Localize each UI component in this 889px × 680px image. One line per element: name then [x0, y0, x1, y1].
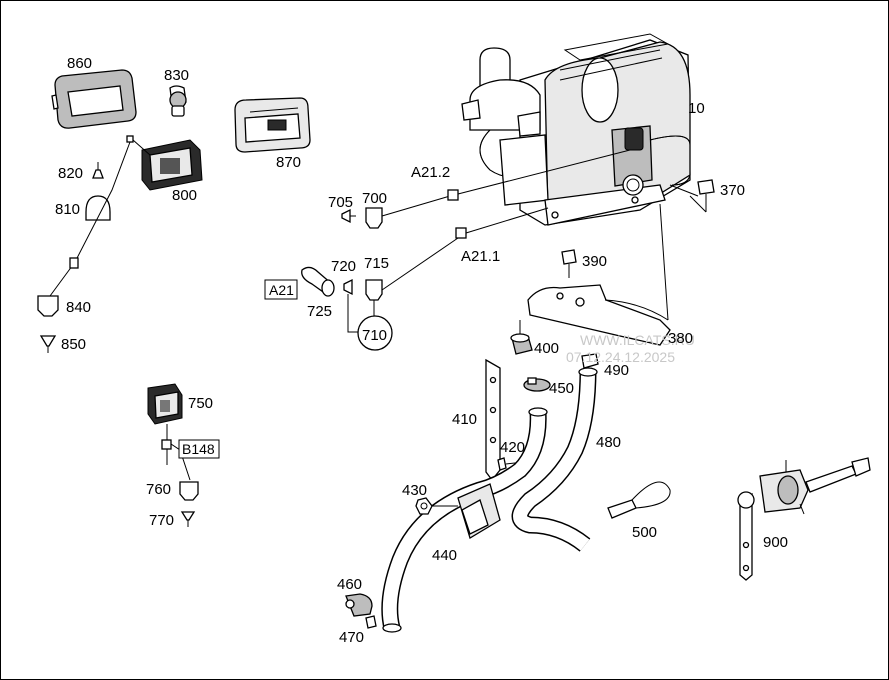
part-440-hose-holder[interactable] [457, 483, 501, 539]
label-705: 705 [328, 194, 353, 211]
label-870: 870 [276, 154, 301, 171]
label-850: 850 [61, 336, 86, 353]
label-860: 860 [67, 55, 92, 72]
part-420-screw[interactable] [497, 457, 525, 471]
part-860-trim-frame[interactable] [51, 69, 137, 129]
label-700: 700 [362, 190, 387, 207]
label-725: 725 [307, 303, 332, 320]
label-720: 720 [331, 258, 356, 275]
part-500-cable-tie[interactable] [607, 481, 671, 519]
part-370-bolt[interactable] [669, 179, 715, 213]
part-850-terminal[interactable] [39, 335, 57, 353]
label-a21-1: A21.1 [461, 248, 500, 265]
label-a21-2: A21.2 [411, 164, 450, 181]
part-400-grommet[interactable] [510, 320, 533, 355]
label-840: 840 [66, 299, 91, 316]
part-430-nut[interactable] [415, 497, 458, 515]
part-810-connector[interactable] [85, 195, 111, 221]
part-820-terminal[interactable] [92, 162, 104, 179]
label-460: 460 [337, 576, 362, 593]
boxed-label-a21: A21 [269, 282, 294, 298]
boxed-ref-b148: B148 [178, 439, 220, 459]
label-750: 750 [188, 395, 213, 412]
part-705-terminal[interactable] [341, 208, 356, 224]
part-380-bracket[interactable] [527, 203, 671, 346]
part-870-switch[interactable] [234, 97, 311, 153]
label-490: 490 [604, 362, 629, 379]
label-760: 760 [146, 481, 171, 498]
label-820: 820 [58, 165, 83, 182]
part-720-terminal[interactable] [343, 278, 353, 296]
label-800: 800 [172, 187, 197, 204]
label-830: 830 [164, 67, 189, 84]
label-770: 770 [149, 512, 174, 529]
part-830-bulb[interactable] [169, 85, 187, 117]
part-450-hose-clamp[interactable] [523, 377, 551, 392]
part-840-connector[interactable] [37, 295, 59, 317]
part-800-control-module[interactable] [141, 139, 203, 191]
heater-unit-10[interactable] [461, 33, 691, 226]
part-470-screw[interactable] [365, 615, 377, 629]
boxed-ref-a21: A21 [264, 279, 298, 300]
part-725-elbow[interactable] [301, 266, 335, 297]
boxed-label-b148: B148 [182, 441, 215, 457]
part-715-connector[interactable] [365, 279, 383, 301]
part-760-connector[interactable] [179, 481, 199, 501]
label-810: 810 [55, 201, 80, 218]
watermark-date: 07.12.24.12.2025 [566, 349, 675, 365]
part-770-terminal[interactable] [180, 511, 196, 527]
label-10: 10 [688, 100, 705, 117]
part-710-harness-circle[interactable] [357, 315, 393, 351]
label-370: 370 [720, 182, 745, 199]
label-710: 710 [362, 327, 387, 344]
part-480-hose[interactable] [511, 367, 598, 552]
part-490-clamp[interactable] [581, 353, 599, 369]
wiring-a21-2 [381, 149, 631, 217]
label-400: 400 [534, 340, 559, 357]
part-900-valve[interactable] [737, 457, 871, 581]
part-700-connector[interactable] [365, 207, 383, 229]
label-420: 420 [500, 439, 525, 456]
watermark-site: WWW.ILCATS.RU [580, 332, 695, 348]
label-480: 480 [596, 434, 621, 451]
label-470: 470 [339, 629, 364, 646]
label-440: 440 [432, 547, 457, 564]
label-500: 500 [632, 524, 657, 541]
label-715: 715 [364, 255, 389, 272]
label-430: 430 [402, 482, 427, 499]
label-390: 390 [582, 253, 607, 270]
part-390-bolt[interactable] [561, 249, 577, 278]
label-410: 410 [452, 411, 477, 428]
part-460-pipe-clip[interactable] [345, 593, 373, 617]
label-380: 380 [668, 330, 693, 347]
label-900: 900 [763, 534, 788, 551]
label-450: 450 [549, 380, 574, 397]
wiring-800-840 [49, 135, 151, 297]
part-750-sensor[interactable] [147, 383, 183, 425]
wiring-710-a21-1 [347, 207, 549, 333]
